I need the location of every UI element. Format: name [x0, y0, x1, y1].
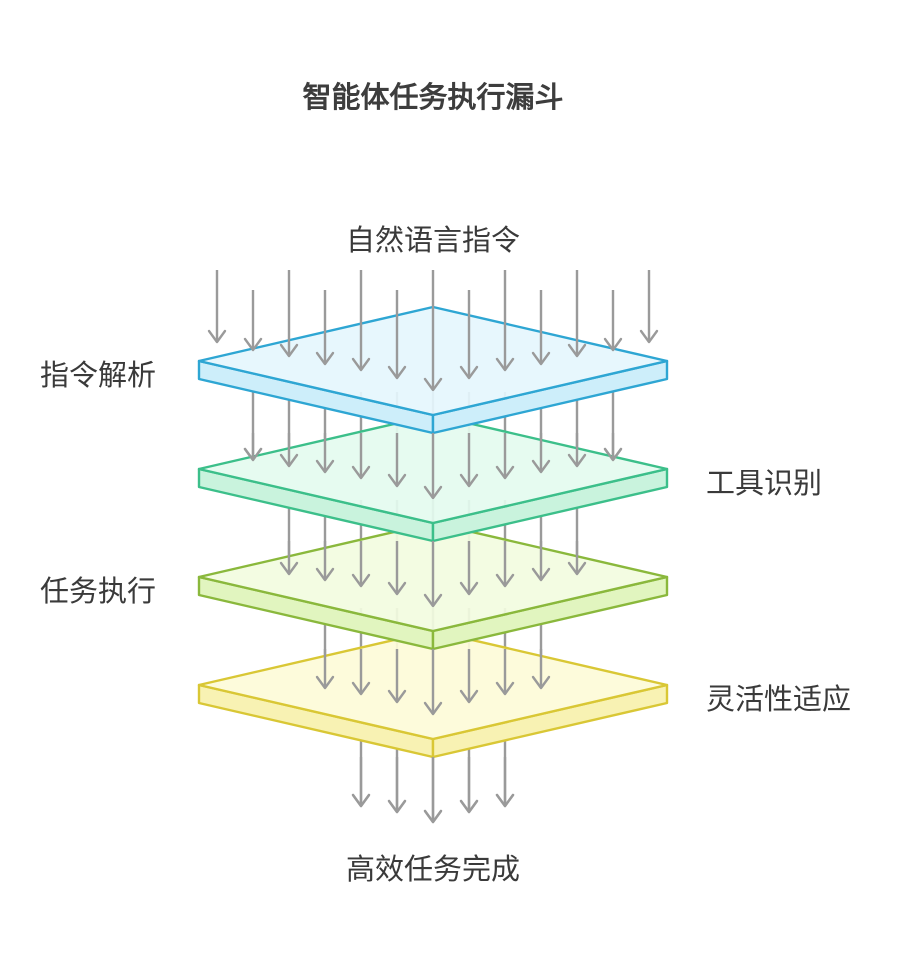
arrow-head: [567, 453, 587, 468]
arrows-segment-front-3: [315, 649, 551, 716]
arrow-head: [387, 799, 407, 814]
arrow-head: [423, 809, 443, 824]
arrows-segment-front-4: [351, 757, 515, 824]
arrow-head: [495, 681, 515, 696]
arrows-segment-front-1: [243, 433, 623, 500]
arrow-head: [459, 581, 479, 596]
arrow-head: [279, 343, 299, 358]
arrow-head: [531, 567, 551, 582]
arrows-segment-0: [207, 270, 659, 392]
layer-label-parsing: 指令解析: [40, 358, 157, 392]
arrow-head: [495, 573, 515, 588]
layer-label-tool-recognition: 工具识别: [706, 466, 823, 500]
arrow-head: [351, 793, 371, 808]
arrow-head: [495, 465, 515, 480]
arrow-head: [423, 485, 443, 500]
arrow-head: [639, 329, 659, 344]
arrow-head: [531, 459, 551, 474]
arrow-head: [351, 357, 371, 372]
arrow-head: [351, 465, 371, 480]
arrow-head: [531, 675, 551, 690]
arrow-head: [243, 337, 263, 352]
arrow-head: [459, 473, 479, 488]
arrow-head: [423, 593, 443, 608]
arrow-head: [387, 689, 407, 704]
arrow-head: [279, 453, 299, 468]
input-label: 自然语言指令: [345, 223, 520, 257]
arrow-head: [567, 343, 587, 358]
arrow-head: [567, 561, 587, 576]
arrow-head: [279, 561, 299, 576]
layer-label-execution: 任务执行: [40, 574, 157, 608]
arrow-head: [387, 581, 407, 596]
arrow-head: [351, 573, 371, 588]
arrow-head: [603, 447, 623, 462]
arrow-head: [387, 473, 407, 488]
diagram-title: 智能体任务执行漏斗: [302, 80, 564, 114]
arrow-head: [603, 337, 623, 352]
output-label: 高效任务完成: [345, 852, 520, 886]
arrow-head: [495, 357, 515, 372]
arrow-head: [459, 689, 479, 704]
arrow-head: [423, 377, 443, 392]
arrow-head: [315, 675, 335, 690]
arrow-head: [459, 365, 479, 380]
arrow-head: [315, 351, 335, 366]
arrow-head: [351, 681, 371, 696]
arrow-head: [315, 567, 335, 582]
arrow-head: [315, 459, 335, 474]
arrow-head: [423, 701, 443, 716]
arrow-head: [531, 351, 551, 366]
arrow-head: [495, 793, 515, 808]
arrow-head: [207, 329, 227, 344]
arrows-segment-front-2: [279, 541, 587, 608]
arrow-head: [459, 799, 479, 814]
layer-label-adaptation: 灵活性适应: [706, 682, 852, 716]
arrow-head: [387, 365, 407, 380]
arrow-head: [243, 447, 263, 462]
